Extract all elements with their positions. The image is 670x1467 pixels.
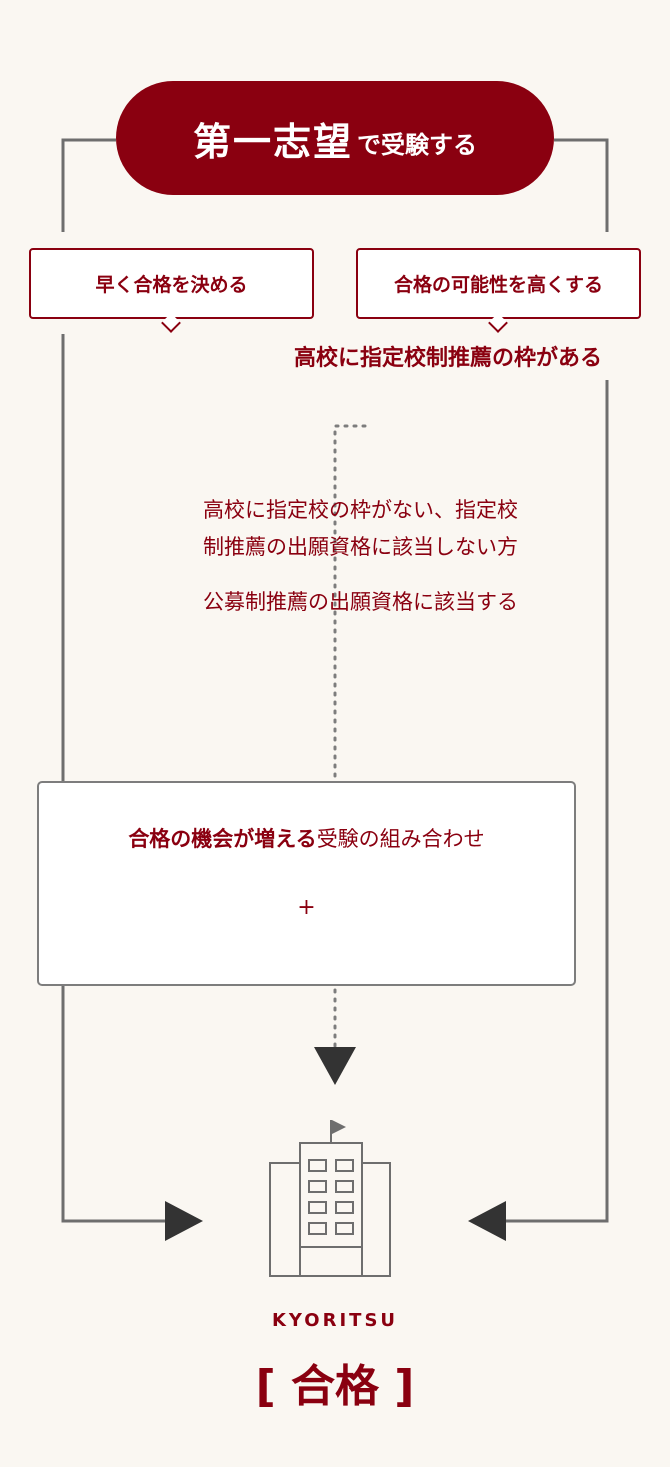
combination-plus: +: [297, 895, 316, 920]
left-top-connector: [61, 138, 116, 232]
right-path-note: 高校に指定校制推薦の枠がある: [294, 346, 603, 371]
first-choice-pill: 第一志望 で受験する: [116, 81, 554, 195]
result-label: [ 合格 ]: [255, 1361, 415, 1412]
brand-label: KYORITSU: [271, 1310, 399, 1331]
left-path-line-lower: [61, 986, 172, 1223]
combination-title-bold: 合格の機会が増える: [128, 827, 317, 851]
arrow-down-icon: [314, 1047, 356, 1085]
right-top-connector: [554, 138, 609, 232]
combination-box: 合格の機会が増える受験の組み合わせ +: [37, 781, 576, 986]
branch-left-label: 早く合格を決める: [95, 274, 248, 296]
first-choice-sub-label: で受験する: [357, 130, 477, 159]
branch-right-box: 合格の可能性を高くする: [356, 248, 641, 319]
dotted-path-upper: [333, 424, 367, 783]
condition-line-2: 制推薦の出願資格に該当しない方: [203, 535, 518, 559]
arrow-left-icon: [468, 1201, 506, 1241]
combination-title: 合格の機会が増える受験の組み合わせ: [39, 823, 574, 853]
building-icon: [269, 1120, 391, 1277]
condition-line-3: 公募制推薦の出願資格に該当する: [203, 590, 518, 614]
branch-right-label: 合格の可能性を高くする: [393, 274, 603, 296]
arrow-right-icon: [165, 1201, 203, 1241]
branch-left-box: 早く合格を決める: [29, 248, 314, 319]
first-choice-main-label: 第一志望: [192, 118, 353, 164]
condition-line-1: 高校に指定校の枠がない、指定校: [203, 498, 518, 522]
right-path-line: [500, 380, 609, 1223]
combination-title-rest: 受験の組み合わせ: [316, 827, 485, 851]
